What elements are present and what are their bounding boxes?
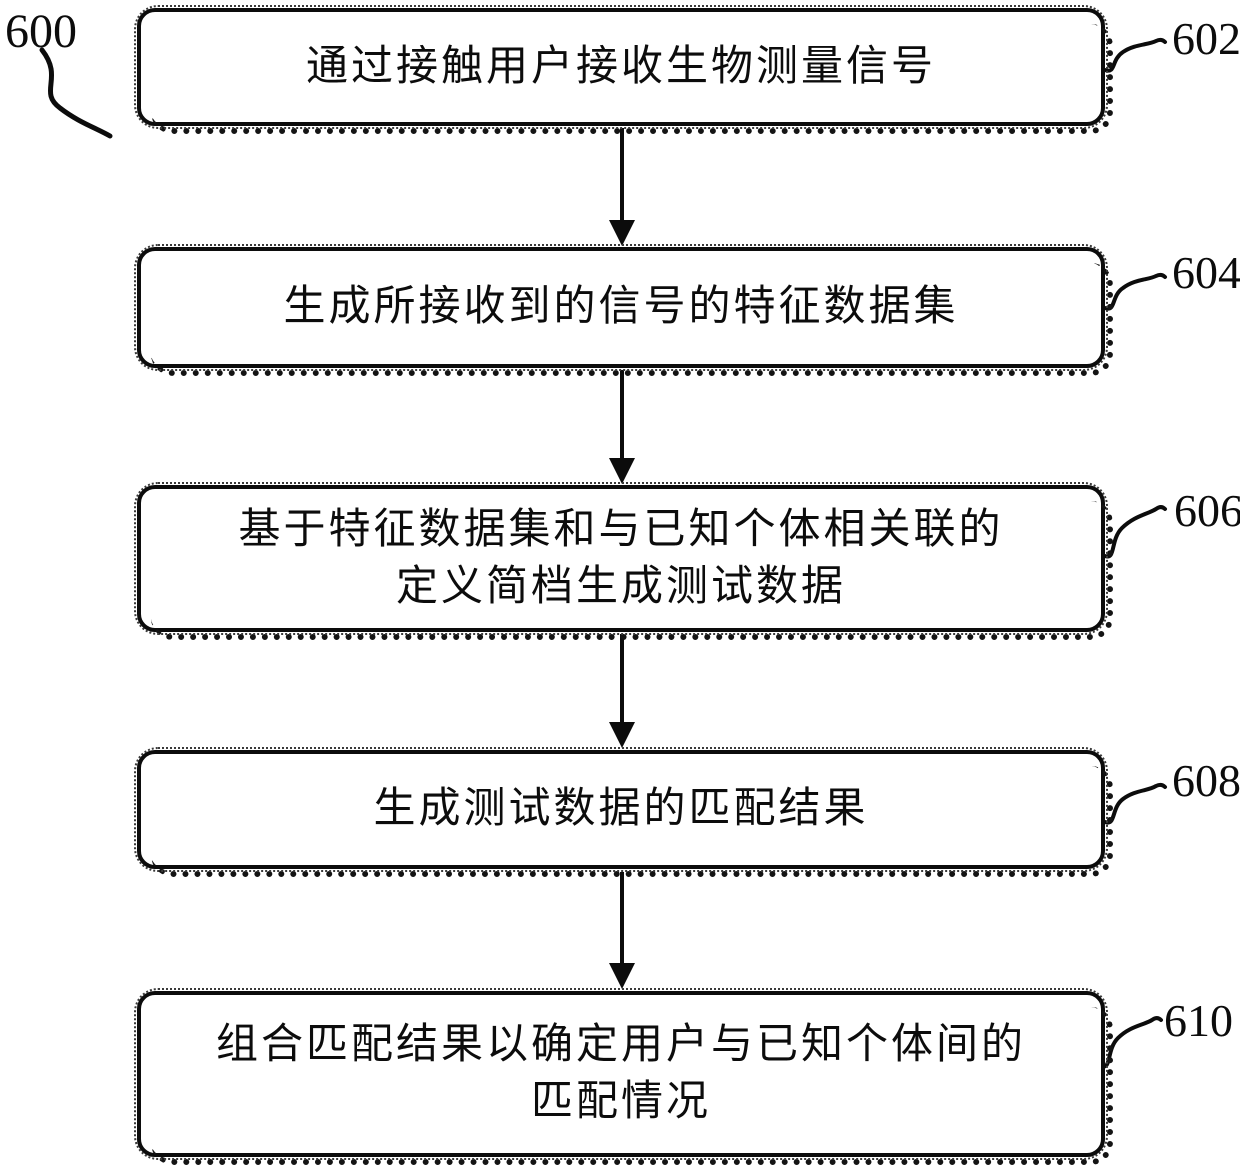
ref-label-606: 606	[1174, 485, 1240, 536]
flow-arrow-604-to-606	[609, 370, 635, 484]
arrow-head-down-icon	[609, 458, 635, 484]
step-text-line: 生成所接收到的信号的特征数据集	[283, 284, 959, 330]
callout-connector-606	[1103, 505, 1167, 559]
flow-step-box-602: 通过接触用户接收生物测量信号	[134, 5, 1113, 134]
arrow-shaft	[620, 128, 624, 222]
flow-step-box-610: 组合匹配结果以确定用户与已知个体间的 匹配情况	[134, 988, 1113, 1165]
callout-connector-610	[1099, 1016, 1163, 1069]
callout-connector-604	[1103, 272, 1167, 311]
arrow-shaft	[620, 872, 624, 965]
flow-arrow-606-to-608	[609, 634, 635, 748]
arrow-shaft	[620, 370, 624, 460]
callout-connector-608	[1103, 782, 1167, 825]
flow-arrow-608-to-610	[609, 872, 635, 989]
ref-label-602: 602	[1172, 13, 1240, 64]
step-text-line: 匹配情况	[530, 1079, 711, 1125]
arrow-head-down-icon	[609, 220, 635, 246]
ref-label-604: 604	[1172, 247, 1240, 298]
ref-label-608: 608	[1172, 755, 1240, 806]
ref-label-610: 610	[1164, 995, 1233, 1046]
flow-step-box-608: 生成测试数据的匹配结果	[134, 747, 1113, 877]
flow-arrow-602-to-604	[609, 128, 635, 246]
flow-step-box-604: 生成所接收到的信号的特征数据集	[134, 244, 1113, 376]
step-text-line: 基于特征数据集和与已知个体相关联的	[238, 506, 1004, 553]
arrow-shaft	[620, 634, 624, 724]
figure-number-label: 600	[5, 5, 77, 58]
arrow-head-down-icon	[609, 963, 635, 989]
figure-label-connector-line	[39, 47, 113, 139]
step-text-line: 通过接触用户接收生物测量信号	[305, 43, 936, 90]
flow-step-box-606: 基于特征数据集和与已知个体相关联的 定义简档生成测试数据	[134, 482, 1113, 640]
arrow-head-down-icon	[609, 722, 635, 748]
callout-connector-602	[1103, 37, 1167, 73]
step-text-line: 定义简档生成测试数据	[395, 563, 846, 610]
step-text-line: 组合匹配结果以确定用户与已知个体间的	[215, 1022, 1026, 1068]
step-text-line: 生成测试数据的匹配结果	[373, 786, 869, 832]
